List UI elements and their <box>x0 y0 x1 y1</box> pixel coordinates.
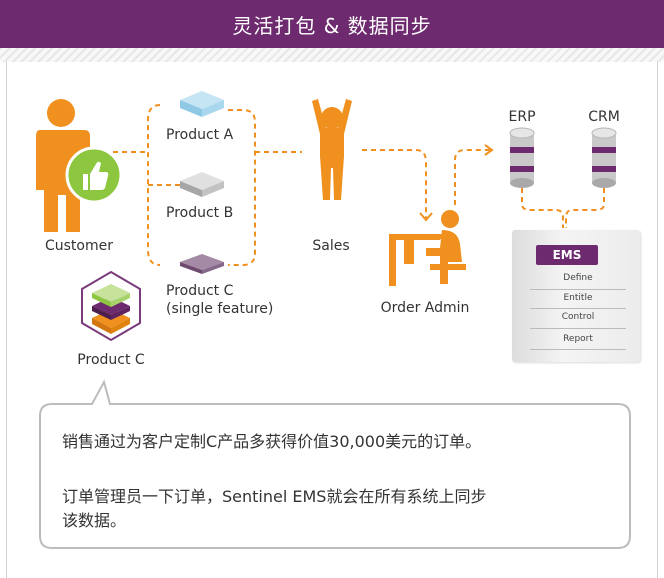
product-c-label: Product C <box>166 283 234 299</box>
ems-divider <box>530 289 626 290</box>
product-c-box-icon <box>81 270 141 342</box>
connector-crm-ems <box>565 188 605 228</box>
ems-item-entitle: Entitle <box>563 293 593 303</box>
connector-products-right-bracket <box>228 109 256 266</box>
frame-border-left <box>6 62 7 578</box>
product-a-icon <box>180 91 224 117</box>
customer-icon <box>36 99 123 232</box>
frame-border-right <box>657 62 658 578</box>
product-c-box-label: Product C <box>77 352 145 368</box>
connector-erp-ems <box>521 188 564 228</box>
arrowhead-erp <box>484 144 494 156</box>
ems-divider <box>530 349 626 350</box>
ems-divider <box>530 328 626 329</box>
erp-database-icon <box>509 127 535 188</box>
arrowhead-admin <box>419 212 433 222</box>
bubble-line-1: 销售通过为客户定制C产品多获得价值30,000美元的订单。 <box>62 432 482 451</box>
speech-bubble <box>39 379 631 549</box>
product-a-label: Product A <box>166 127 234 143</box>
ems-item-define: Define <box>563 273 593 283</box>
decorative-stripe <box>0 48 664 62</box>
bubble-line-3: 该数据。 <box>62 511 127 530</box>
ems-item-report: Report <box>563 334 593 344</box>
connector-sales-admin <box>362 149 427 218</box>
ems-divider <box>530 308 626 309</box>
bubble-line-2: 订单管理员一下订单，Sentinel EMS就会在所有系统上同步 <box>62 487 487 506</box>
sales-icon <box>312 99 352 200</box>
sales-label: Sales <box>312 238 350 254</box>
product-c-sublabel: (single feature) <box>166 301 274 317</box>
crm-label: CRM <box>588 109 620 125</box>
product-c-flat-icon <box>180 254 224 274</box>
crm-database-icon <box>591 127 617 188</box>
erp-label: ERP <box>508 109 536 125</box>
customer-label: Customer <box>44 238 114 254</box>
ems-title: EMS <box>536 245 598 265</box>
product-b-label: Product B <box>166 205 234 221</box>
order-admin-label: Order Admin <box>380 300 470 316</box>
connector-lines <box>113 104 605 266</box>
product-b-icon <box>180 172 224 197</box>
arrowheads <box>419 144 494 222</box>
connector-admin-erp <box>454 149 490 205</box>
order-admin-icon <box>389 210 466 286</box>
page-title: 灵活打包 & 数据同步 <box>0 0 664 48</box>
ems-item-control: Control <box>561 312 595 322</box>
